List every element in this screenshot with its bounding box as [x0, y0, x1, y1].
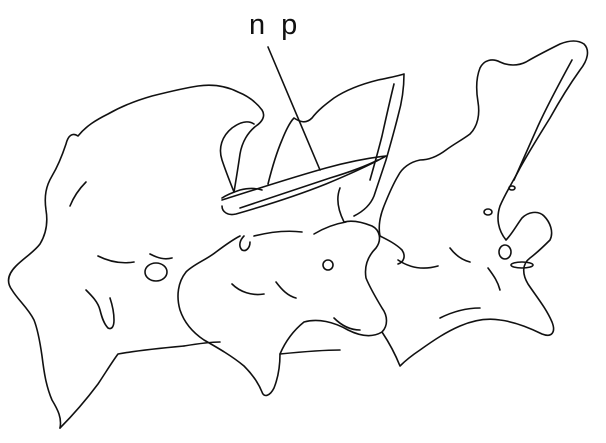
right-surface-line-2: [450, 248, 470, 262]
right-lower-curve: [280, 350, 340, 354]
right-spine-inner: [514, 60, 572, 180]
middle-foramen: [323, 260, 333, 270]
left-vertebra-outline: [9, 85, 264, 428]
middle-spine-inner: [370, 84, 394, 180]
right-articulation: [380, 236, 404, 264]
left-surface-line-1: [98, 256, 134, 263]
right-slot: [511, 262, 533, 268]
np-leader-line: [268, 47, 320, 170]
middle-surface-line-5: [334, 318, 360, 330]
right-surface-line-4: [440, 308, 480, 318]
middle-surface-line-1: [232, 284, 264, 295]
middle-surface-line-3: [254, 231, 302, 236]
right-small-pit-1: [484, 209, 492, 215]
right-foramen: [499, 245, 511, 259]
left-foramen: [145, 263, 167, 281]
middle-articulation: [240, 236, 250, 251]
left-process: [86, 290, 114, 329]
left-vertebra-body: [60, 346, 184, 428]
right-surface-line-3: [488, 268, 500, 290]
middle-surface-line-4: [314, 222, 346, 234]
np-label: n p: [249, 11, 301, 40]
right-surface-line-1: [398, 260, 438, 268]
middle-surface-line-2: [276, 282, 296, 298]
neural-process-inner: [240, 160, 378, 208]
left-surface-line-2: [150, 254, 172, 259]
left-surface-line-3: [70, 182, 86, 206]
middle-vertebra-outline: [178, 188, 387, 395]
